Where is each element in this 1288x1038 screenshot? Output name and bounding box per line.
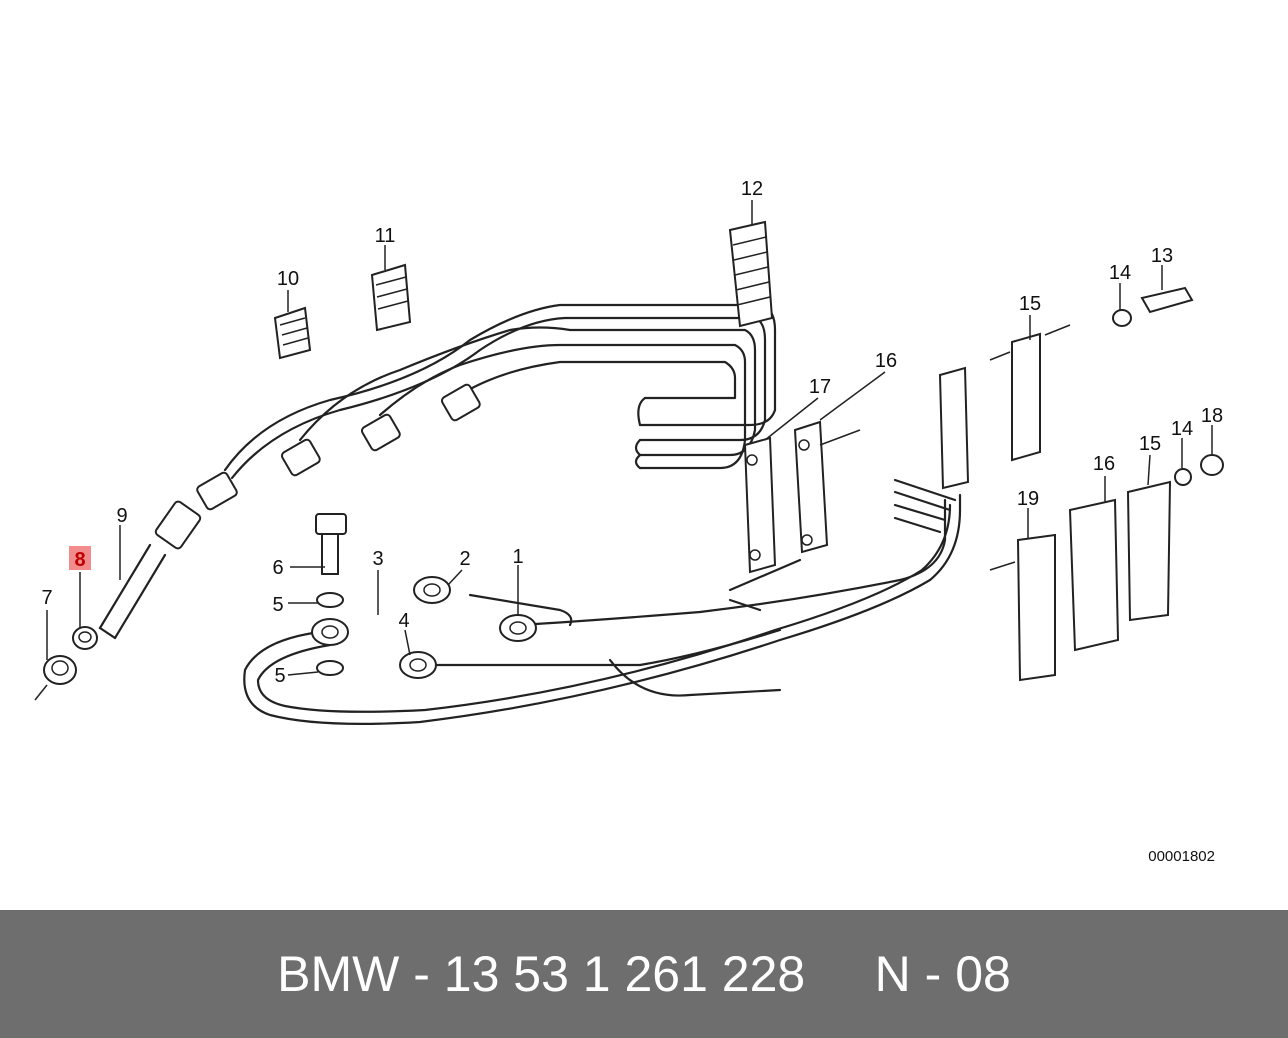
callout-15a: 15	[1019, 293, 1041, 315]
callout-10: 10	[277, 268, 299, 290]
callout-13: 13	[1151, 245, 1173, 267]
brackets	[743, 286, 1224, 682]
callout-3: 3	[372, 548, 383, 570]
callout-18: 18	[1201, 405, 1223, 427]
callout-17: 17	[809, 376, 831, 398]
callout-12: 12	[741, 178, 763, 200]
callout-7: 7	[41, 587, 52, 609]
callout-labels: 1 2 3 4 5 5 6 7 8 9 10 11 12 13 14 14 15…	[41, 178, 1223, 687]
ignition-lead-9	[98, 500, 202, 640]
leader-lines	[46, 200, 1213, 676]
diagram-reference-number: 00001802	[1148, 848, 1215, 865]
callout-4: 4	[398, 610, 409, 632]
upper-wire-bundle	[223, 303, 777, 480]
callout-9: 9	[116, 505, 127, 527]
callout-11: 11	[375, 225, 396, 247]
part-number-caption: BMW - 13 53 1 261 228 N - 08	[277, 946, 1011, 1002]
callout-5b: 5	[274, 665, 285, 687]
parts-diagram: 1 2 3 4 5 5 6 7 8 9 10 11 12 13 14 14 15…	[34, 178, 1224, 865]
callout-14a: 14	[1109, 262, 1131, 284]
callout-6: 6	[272, 557, 283, 579]
callout-16b: 16	[1093, 453, 1115, 475]
part-7-and-8	[34, 626, 98, 701]
clips-10-11-12	[273, 220, 774, 360]
callout-2: 2	[459, 548, 470, 570]
highlight-box	[69, 546, 91, 570]
callout-1: 1	[512, 546, 523, 568]
callout-16a: 16	[875, 350, 897, 372]
callout-19: 19	[1017, 488, 1039, 510]
ignition-harness-drawing: 1 2 3 4 5 5 6 7 8 9 10 11 12 13 14 14 15…	[34, 178, 1224, 865]
callout-8: 8	[74, 549, 85, 571]
eyelets	[311, 576, 537, 679]
footer-bar: BMW - 13 53 1 261 228 N - 08	[0, 910, 1288, 1038]
bolt-and-washers	[315, 513, 347, 676]
callout-14b: 14	[1171, 418, 1193, 440]
callout-5a: 5	[272, 594, 283, 616]
lower-wire-loop	[243, 478, 962, 725]
plug-connectors-upper	[196, 383, 481, 511]
callout-15b: 15	[1139, 433, 1161, 455]
